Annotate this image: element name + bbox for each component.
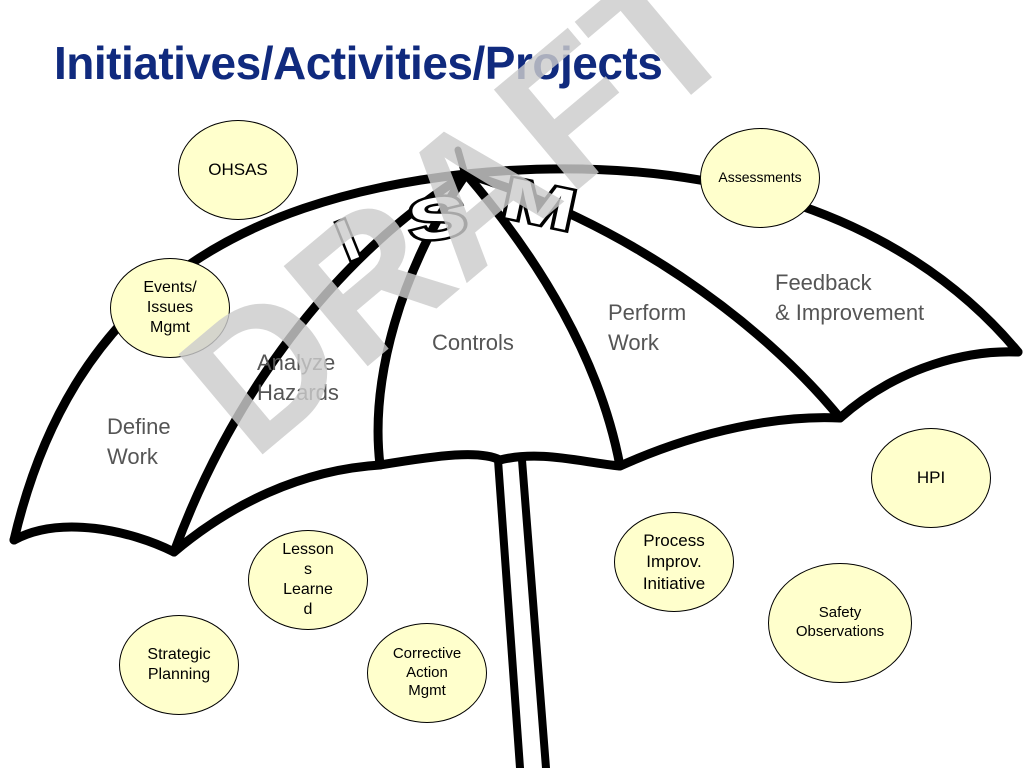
bubble-lessons-learned: Lesson s Learne d bbox=[248, 530, 368, 630]
umbrella-rib-1 bbox=[169, 169, 471, 557]
panel-label-perform-work: Perform Work bbox=[608, 300, 687, 355]
bubble-assessments: Assessments bbox=[700, 128, 820, 228]
bubble-events-issues-mgmt: Events/ Issues Mgmt bbox=[110, 258, 230, 358]
umbrella-rib-4 bbox=[461, 169, 845, 423]
panel-label-controls: Controls bbox=[432, 330, 514, 355]
bubble-ohsas: OHSAS bbox=[178, 120, 298, 220]
umbrella-rib-2 bbox=[373, 169, 471, 470]
ism-letter-s: S bbox=[401, 179, 474, 258]
bubble-process-improv-initiative: Process Improv. Initiative bbox=[614, 512, 734, 612]
umbrella-shaft-right bbox=[518, 456, 550, 768]
bubble-safety-observations: Safety Observations bbox=[768, 563, 912, 683]
bubble-corrective-action-mgmt: Corrective Action Mgmt bbox=[367, 623, 487, 723]
bubble-strategic-planning: Strategic Planning bbox=[119, 615, 239, 715]
ism-letter-m: M bbox=[494, 162, 585, 247]
page-title: Initiatives/Activities/Projects bbox=[54, 37, 663, 89]
panel-label-analyze-hazards: Analyze Hazards bbox=[257, 350, 339, 405]
panel-label-feedback-improvement: Feedback & Improvement bbox=[775, 270, 925, 325]
umbrella-rib-3 bbox=[461, 169, 625, 471]
umbrella-shaft-left bbox=[494, 456, 524, 768]
panel-label-define-work: Define Work bbox=[107, 414, 171, 469]
bubble-hpi: HPI bbox=[871, 428, 991, 528]
